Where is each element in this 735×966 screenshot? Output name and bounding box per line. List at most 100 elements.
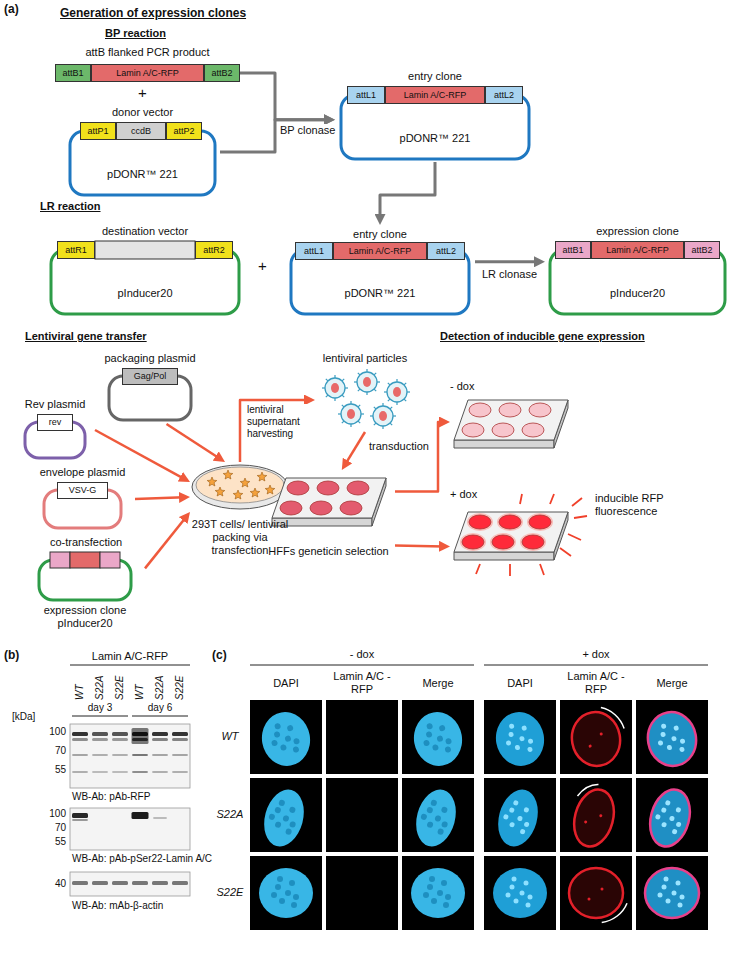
well-glow [520,533,546,551]
plate-well [287,481,309,495]
nucleus-image [492,785,544,851]
chromatin-spot [524,821,530,827]
chromatin-spot [434,815,441,822]
segment-label: attB2 [685,242,719,258]
virus-particles: lentiviral particles [315,352,415,432]
chromatin-spot [271,740,278,747]
connector-line [380,162,435,219]
chromatin-spot [528,738,534,744]
plasmid-backbone [550,250,725,314]
protein-band [153,817,167,819]
node-label: HFFs geneticin selection [262,545,395,558]
plate-well [462,535,484,549]
plate-well [310,501,332,515]
node-outline [545,225,730,317]
annotation-label: 40 [28,878,66,890]
annotation-label: WB-Ab: pAb-RFP [72,791,150,803]
nucleus-image [492,708,549,770]
highlight-arc [601,704,624,731]
lamin-dot [584,820,588,824]
chromatin-spot [431,898,437,904]
connector-arrowhead [475,261,545,262]
segment-label: attL1 [296,243,332,259]
chromatin-spot [291,902,297,908]
protein-band [172,771,188,773]
plasmid: envelope plasmidVSV-G [30,466,135,532]
nucleus-image [566,780,621,851]
chromatin-spot [520,829,526,835]
chromatin-spot [432,744,439,751]
annotation-label: Merge [402,677,474,690]
chromatin-spot [268,813,275,820]
multiwell-plate: + doxinducible RFP fluorescence [450,488,730,578]
micrograph-frame [484,778,556,852]
protein-band [92,732,108,736]
plate-well [522,535,544,549]
node-label: inducible RFP fluorescence [595,492,705,518]
node-label: expression clone [545,225,730,238]
node-label: pDONR™ 221 [320,287,440,300]
gene-segment: attB2 [684,241,720,259]
connector-line [167,424,221,459]
chromatin-spot [520,891,525,896]
plate-well [529,403,551,417]
fluorescence-ray [560,548,571,556]
annotation-label: S22A [212,808,248,821]
culture-dish-rim [192,465,288,509]
protein-band [112,881,128,885]
nucleus-image [411,868,465,918]
annotation-label: S22E [174,676,186,700]
connector-line [395,544,444,547]
protein-band [72,732,88,736]
plate-top [454,400,568,440]
segment-label: attB1 [56,65,90,81]
gene-segment: attP2 [166,122,202,140]
annotation-label: co-transfection [50,536,122,549]
segment-label: Lamin A/C-RFP [92,65,203,81]
fluorescence-ray [550,494,554,504]
chromatin-spot [278,799,285,806]
bracket-line [484,665,708,666]
node-label: pInducer20 [85,287,205,300]
annotation-label: 100 [28,726,66,738]
nucleus-image [644,708,701,770]
plasmid: packaging plasmidGag/Pol [95,352,205,424]
nucleus-image [567,704,630,770]
annotation-label: WT [74,684,86,700]
plate-well [529,515,551,529]
node-label: destination vector [45,225,245,238]
node-label: donor vector [65,106,220,119]
protein-band [92,771,108,773]
chromatin-spot [675,807,681,813]
plasmid-backbone [341,95,529,159]
chromatin-spot [274,821,281,828]
annotation-label: WB-Ab: mAb-β-actin [72,900,163,912]
chromatin-spot [680,895,685,900]
connector-arrowhead [145,512,190,568]
chromatin-spot [285,828,292,835]
annotation-label: Lentiviral gene transfer [25,330,147,343]
protein-band [72,738,88,741]
virus-envelope [357,372,377,392]
micrograph-frame [326,700,398,774]
gene-segment: attR2 [195,241,233,259]
node-label: pDONR™ 221 [375,132,495,145]
chromatin-spot [441,806,448,813]
chromatin-spot [445,738,452,745]
chromatin-spot [665,800,671,806]
chromatin-spot [658,740,664,746]
bracket-line [72,716,128,717]
segment-label: attB2 [205,65,239,81]
plate-well [492,423,514,437]
protein-band [172,738,188,741]
gene-segment: attP1 [80,122,116,140]
cell-symbol [257,472,267,481]
chromatin-spot [444,746,451,753]
plate-side [454,440,554,448]
annotation-label: day 3 [70,702,130,714]
cell-symbol [250,488,260,497]
micrograph-frame [484,856,556,930]
gene-segment [70,552,100,568]
chromatin-spot [667,745,673,751]
gene-segment [95,241,195,259]
